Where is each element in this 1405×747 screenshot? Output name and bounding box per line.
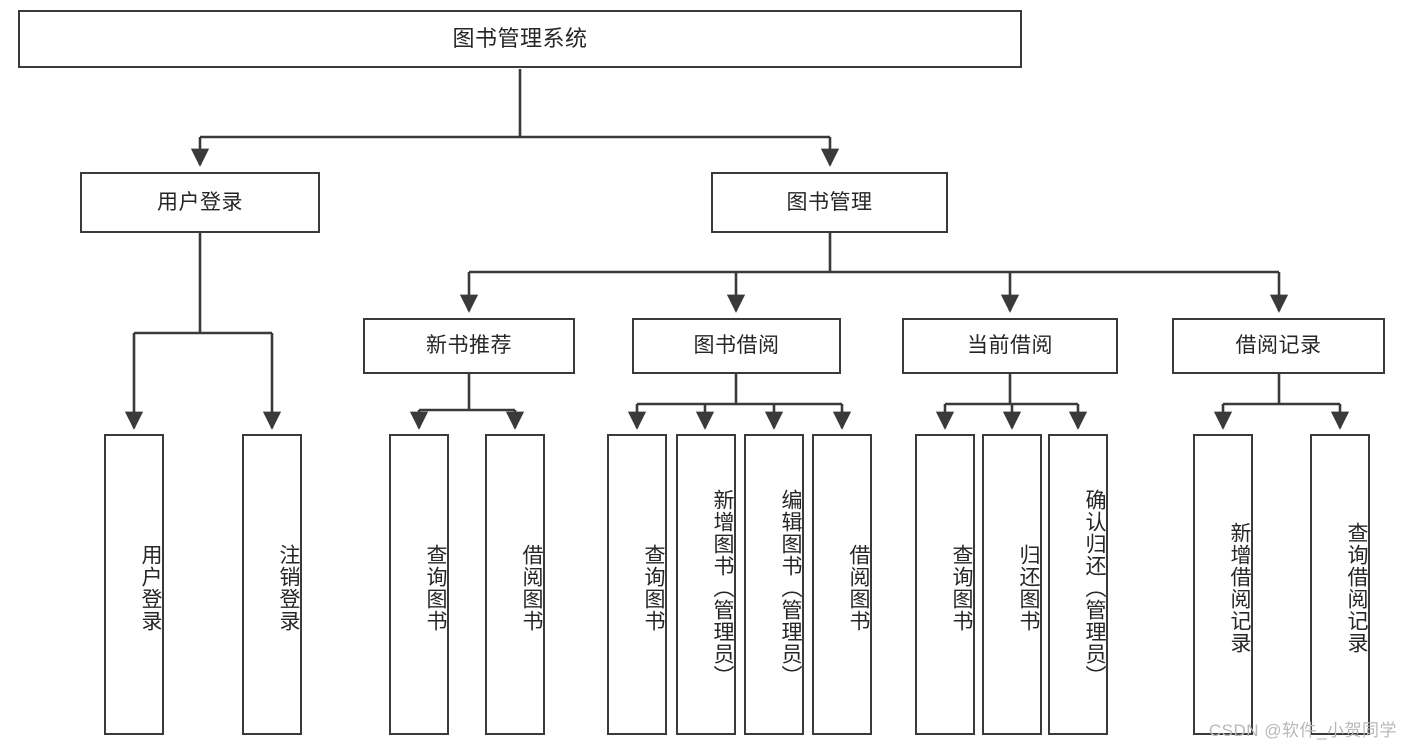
- leaf-confirm-return-admin[interactable]: 确认归还（管理员）: [1048, 434, 1108, 735]
- node-label: 归还图书: [1017, 543, 1040, 632]
- leaf-logout[interactable]: 注销登录: [242, 434, 302, 735]
- node-user-login[interactable]: 用户登录: [80, 172, 320, 233]
- leaf-return-book[interactable]: 归还图书: [982, 434, 1042, 735]
- node-label: 新增借阅记录: [1228, 521, 1251, 654]
- node-current-borrow[interactable]: 当前借阅: [902, 318, 1118, 374]
- node-label: 用户登录: [157, 190, 243, 214]
- node-book-management[interactable]: 图书管理: [711, 172, 948, 233]
- node-label: 查询图书: [642, 543, 665, 632]
- node-label: 查询借阅记录: [1345, 521, 1368, 654]
- node-label: 新增图书（管理员）: [711, 488, 734, 687]
- node-label: 编辑图书（管理员）: [779, 488, 802, 687]
- leaf-add-borrow-record[interactable]: 新增借阅记录: [1193, 434, 1253, 735]
- leaf-query-book-current[interactable]: 查询图书: [915, 434, 975, 735]
- watermark: CSDN @软件_小贺同学: [1208, 721, 1397, 740]
- node-label: 借阅图书: [520, 543, 543, 632]
- node-borrow-record[interactable]: 借阅记录: [1172, 318, 1385, 374]
- node-new-book-recommend[interactable]: 新书推荐: [363, 318, 575, 374]
- node-label: 图书管理系统: [452, 25, 588, 51]
- leaf-query-book-recommend[interactable]: 查询图书: [389, 434, 449, 735]
- node-label: 图书管理: [786, 190, 873, 214]
- node-label: 注销登录: [277, 543, 300, 632]
- node-label: 借阅记录: [1235, 334, 1322, 358]
- leaf-query-borrow-record[interactable]: 查询借阅记录: [1310, 434, 1370, 735]
- node-label: 新书推荐: [426, 334, 512, 358]
- node-label: 借阅图书: [847, 543, 870, 632]
- leaf-user-login[interactable]: 用户登录: [104, 434, 164, 735]
- leaf-borrow-book-recommend[interactable]: 借阅图书: [485, 434, 545, 735]
- node-root-system[interactable]: 图书管理系统: [18, 10, 1022, 68]
- leaf-edit-book-admin[interactable]: 编辑图书（管理员）: [744, 434, 804, 735]
- node-label: 用户登录: [139, 543, 162, 632]
- node-label: 当前借阅: [967, 334, 1053, 358]
- leaf-borrow-book[interactable]: 借阅图书: [812, 434, 872, 735]
- node-label: 确认归还（管理员）: [1083, 488, 1106, 687]
- node-book-borrow[interactable]: 图书借阅: [632, 318, 841, 374]
- node-label: 查询图书: [950, 543, 973, 632]
- leaf-add-book-admin[interactable]: 新增图书（管理员）: [676, 434, 736, 735]
- node-label: 图书借阅: [693, 334, 780, 358]
- node-label: 查询图书: [424, 543, 447, 632]
- leaf-query-book-borrow[interactable]: 查询图书: [607, 434, 667, 735]
